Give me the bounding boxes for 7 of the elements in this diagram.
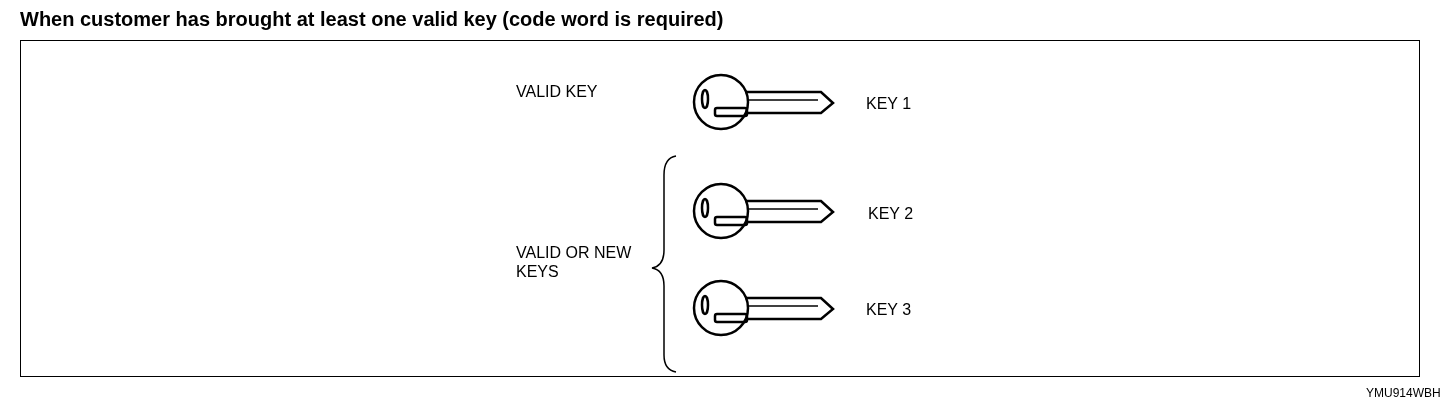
key-label: VALID KEY bbox=[516, 82, 599, 101]
group-label: VALID OR NEW KEYS bbox=[516, 243, 633, 281]
figure-code: YMU914WBH bbox=[1366, 385, 1442, 402]
diagram-title: When customer has brought at least one valid key (code word is required) bbox=[20, 8, 724, 31]
key-label: KEY 1 bbox=[866, 94, 913, 113]
key-label: KEY 2 bbox=[868, 204, 915, 223]
key-label: KEY 3 bbox=[866, 300, 913, 319]
